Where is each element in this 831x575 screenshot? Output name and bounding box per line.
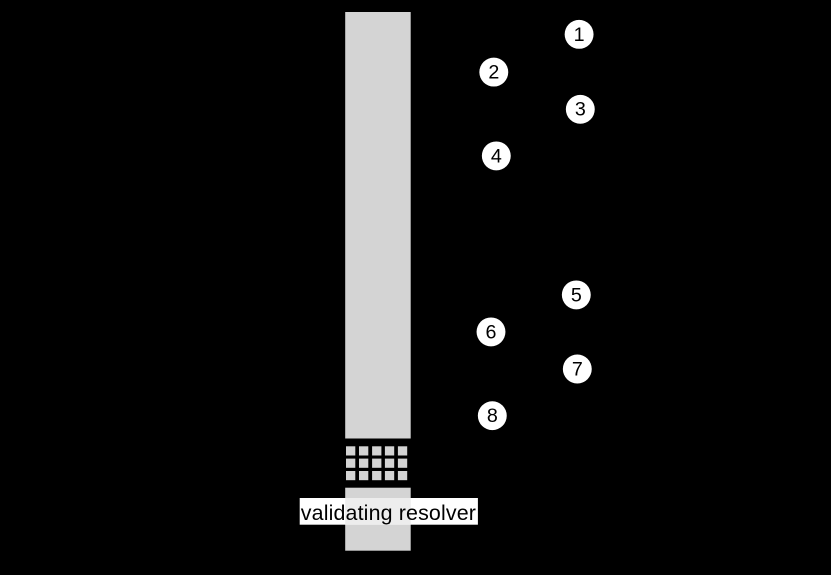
svg-text:3: 3: [575, 99, 586, 121]
svg-text:7: 7: [572, 358, 583, 380]
svg-text:5: 5: [571, 284, 582, 306]
svg-text:1: 1: [574, 24, 585, 46]
svg-text:4: 4: [491, 145, 502, 167]
svg-text:validating resolver: validating resolver: [301, 501, 476, 525]
svg-text:2: 2: [488, 62, 499, 84]
svg-text:6: 6: [486, 321, 497, 343]
svg-text:8: 8: [487, 405, 498, 427]
